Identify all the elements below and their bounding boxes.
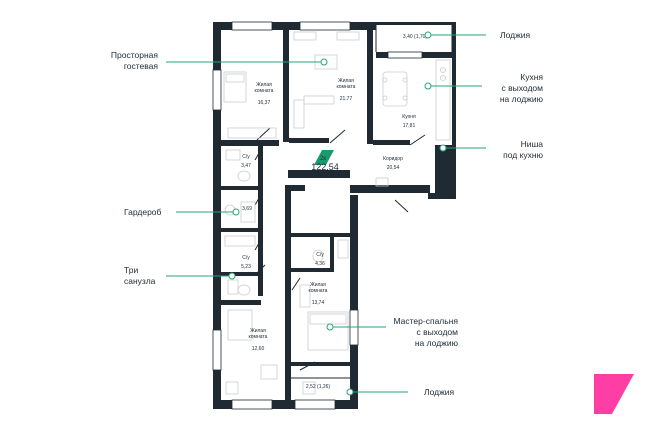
total-area-badge: 2к 122,54 [311, 150, 339, 172]
furniture [223, 31, 451, 395]
callout-loggia-top: Лоджия [500, 30, 531, 40]
room-name-bath-3: С/у [316, 252, 324, 258]
loggia-rails [291, 25, 453, 379]
callout-guest: Просторная гостевая [110, 50, 158, 71]
outer-walls [213, 22, 456, 409]
room-area-corridor: 20,54 [387, 165, 400, 171]
room-area-bath-2: 5,23 [241, 264, 251, 270]
room-area-bath-3: 4,36 [315, 261, 325, 267]
room-area-kitchen: 17,81 [403, 123, 416, 129]
callout-kitchen: Кухня с выходом на лоджию [499, 72, 543, 104]
room-area-wardrobe: 3,69 [242, 206, 252, 212]
room-area-living-top-middle: 21,77 [340, 96, 353, 102]
room-area-living-top-left: 16,37 [258, 100, 271, 106]
room-area-living-bottom-left: 12,60 [252, 346, 265, 352]
room-name-kitchen: Кухня [402, 114, 416, 120]
callout-niche: Ниша под кухню [503, 139, 543, 160]
loggia-top-label: 3,40 (1,70) [403, 34, 428, 40]
area-badge-text: 2к [320, 156, 326, 162]
inner-walls [221, 30, 453, 366]
area-badge-shape [314, 150, 334, 165]
callout-master: Мастер-спальня с выходом на лоджию [393, 316, 458, 348]
room-name-bath-1: С/у [242, 154, 250, 160]
room-area-living-master: 13,74 [312, 300, 325, 306]
total-area-value: 122,54 [311, 162, 339, 172]
loggia-bottom-label: 2,52 (1,26) [306, 384, 331, 390]
windows [212, 21, 423, 410]
callout-lines [166, 31, 486, 396]
callout-loggia-bottom: Лоджия [424, 387, 455, 397]
callout-three-bath: Три санузла [124, 265, 156, 286]
room-name-corridor: Коридор [383, 156, 403, 162]
room-area-bath-1: 3,47 [241, 163, 251, 169]
brand-logo [594, 374, 634, 414]
doors [254, 127, 426, 371]
callout-wardrobe: Гардероб [124, 207, 162, 217]
room-name-bath-2: С/у [242, 255, 250, 261]
